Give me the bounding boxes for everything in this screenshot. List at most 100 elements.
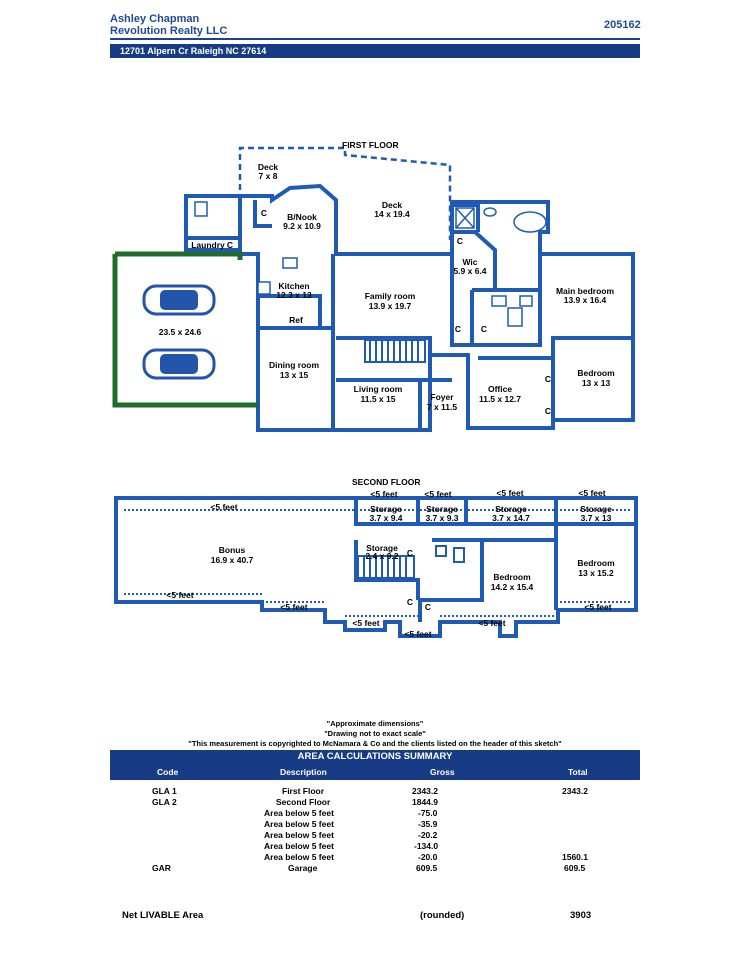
room-dims: 12.3 x 13 (276, 290, 312, 300)
row-gross: -75.0 (418, 808, 438, 818)
first-floor-room-labels: Deck 7 x 8 B/Nook 9.2 x 10.9 Deck 14 x 1… (159, 162, 615, 412)
column-total: Total (568, 767, 588, 777)
room-name: Deck (382, 200, 403, 210)
low-ceiling-label: <5 feet (166, 590, 193, 600)
row-total: 1560.1 (562, 852, 588, 862)
closet-label: C (407, 597, 413, 607)
closet-label: C (407, 548, 413, 558)
address-bar: 12701 Alpern Cr Raleigh NC 27614 (110, 44, 640, 58)
agent-name: Ashley Chapman (110, 13, 200, 25)
low-ceiling-label: <5 feet (404, 629, 431, 639)
ref-label: Ref (289, 315, 303, 325)
room-name: B/Nook (287, 212, 317, 222)
row-gross: -20.0 (418, 852, 438, 862)
closet-label: C (545, 374, 551, 384)
room-dims: 3.7 x 14.7 (492, 513, 530, 523)
closet-label: C (227, 240, 233, 250)
net-livable-label: Net LIVABLE Area (122, 910, 204, 921)
note-copyright: "This measurement is copyrighted to McNa… (188, 739, 562, 748)
low-ceiling-label: <5 feet (584, 602, 611, 612)
room-name: Dining room (269, 360, 319, 370)
second-floor-stairs (357, 545, 465, 579)
second-floor-room-labels: Bonus 16.9 x 40.7 Storage 3.7 x 9.4 Stor… (211, 504, 615, 592)
room-dims: 7 x 11.5 (427, 402, 458, 412)
row-gross: -35.9 (418, 819, 438, 829)
low-ceiling-label: <5 feet (424, 489, 451, 499)
row-gross: -134.0 (414, 841, 439, 851)
net-livable-total: 3903 (570, 910, 592, 921)
room-name: Family room (365, 291, 416, 301)
rounded-label: (rounded) (420, 910, 465, 921)
room-dims: 7 x 8 (259, 171, 278, 181)
low-ceiling-label: <5 feet (578, 488, 605, 498)
closet-label: C (457, 236, 463, 246)
column-code: Code (157, 767, 179, 777)
row-total: 609.5 (564, 863, 586, 873)
low-ceiling-labels: <5 feet <5 feet <5 feet <5 feet <5 feet … (166, 488, 611, 639)
low-ceiling-label: <5 feet (478, 618, 505, 628)
room-name: Storage (366, 543, 398, 553)
room-name: Bedroom (577, 558, 615, 568)
row-description: Area below 5 feet (264, 852, 334, 862)
floor-plan-drawing: FIRST FLOOR Deck 7 x 8 B/Nook 9.2 x 10.9… (112, 140, 638, 639)
report-number: 205162 (604, 19, 641, 31)
room-dims: 23.5 x 24.6 (159, 327, 202, 337)
first-floor-closets: C C C C C C C (227, 208, 551, 416)
low-ceiling-label: <5 feet (370, 489, 397, 499)
closet-label: C (261, 208, 267, 218)
room-name: Wic (462, 257, 477, 267)
row-description: Area below 5 feet (264, 808, 334, 818)
low-ceiling-label: <5 feet (496, 488, 523, 498)
row-gross: 609.5 (416, 863, 438, 873)
closet-label: C (481, 324, 487, 334)
room-name: Storage (370, 504, 402, 514)
room-dims: 11.5 x 12.7 (479, 394, 521, 404)
room-name: Laundry (191, 240, 225, 250)
room-dims: 16.9 x 40.7 (211, 555, 254, 565)
room-dims: 5.9 x 6.4 (453, 266, 486, 276)
room-dims: 13 x 15 (280, 370, 309, 380)
closet-label: C (545, 406, 551, 416)
column-gross: Gross (430, 767, 455, 777)
room-name: Storage (580, 504, 612, 514)
row-description: Garage (288, 863, 318, 873)
note-approximate: "Approximate dimensions" (326, 719, 424, 728)
summary-header-bar (110, 750, 640, 780)
column-description: Description (280, 767, 327, 777)
note-scale: "Drawing not to exact scale" (324, 729, 426, 738)
row-gross: -20.2 (418, 830, 438, 840)
room-name: Living room (354, 384, 403, 394)
second-floor-title: SECOND FLOOR (352, 477, 420, 487)
agency-name: Revolution Realty LLC (110, 25, 228, 37)
closet-label: C (455, 324, 461, 334)
row-description: Second Floor (276, 797, 331, 807)
room-dims: 9.2 x 10.9 (283, 221, 321, 231)
room-name: Deck (258, 162, 279, 172)
room-dims: 3.7 x 13 (581, 513, 612, 523)
room-dims: 14.2 x 15.4 (491, 582, 534, 592)
room-dims: 13.9 x 16.4 (564, 295, 607, 305)
room-name: Office (488, 384, 512, 394)
room-name: Bedroom (577, 368, 615, 378)
second-floor-walls (114, 496, 638, 638)
first-floor-title: FIRST FLOOR (342, 140, 399, 150)
low-ceiling-label: <5 feet (280, 602, 307, 612)
room-name: Bedroom (493, 572, 531, 582)
room-name: Storage (426, 504, 458, 514)
room-name: Main bedroom (556, 286, 615, 296)
low-ceiling-label: <5 feet (352, 618, 379, 628)
room-dims: 3.7 x 9.3 (425, 513, 458, 523)
room-dims: 2.4 x 9.2 (365, 551, 398, 561)
low-ceiling-lines (124, 509, 632, 617)
row-description: First Floor (282, 786, 325, 796)
row-code: GAR (152, 863, 171, 873)
row-description: Area below 5 feet (264, 841, 334, 851)
room-name: Bonus (219, 545, 246, 555)
room-name: Storage (495, 504, 527, 514)
header-rule (110, 38, 640, 40)
row-description: Area below 5 feet (264, 830, 334, 840)
bath-fixtures (194, 201, 547, 327)
summary-title: AREA CALCULATIONS SUMMARY (297, 751, 453, 762)
first-floor-stairs (364, 339, 426, 363)
room-dims: 3.7 x 9.4 (369, 513, 402, 523)
